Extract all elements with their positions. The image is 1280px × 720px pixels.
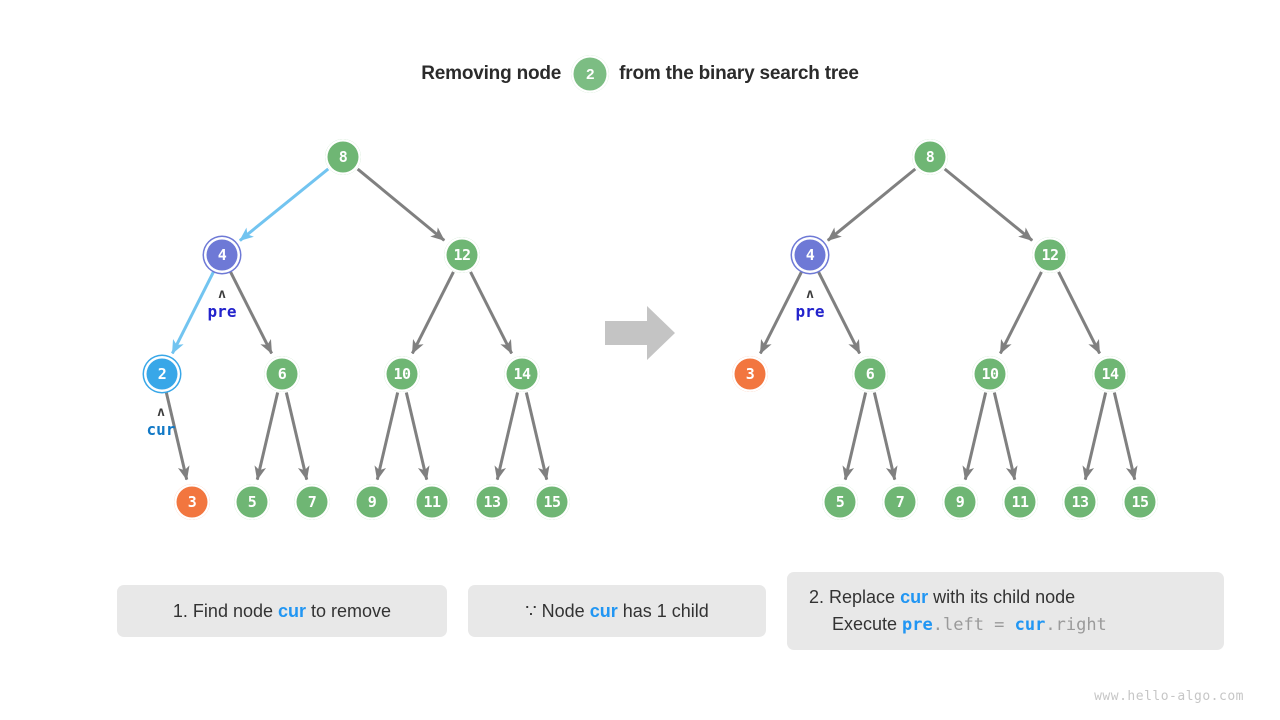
tree-node-8[interactable]: 8 [912,139,948,175]
tree-node-2[interactable]: 2 [144,356,180,392]
caption-step-2-execute: Execute [832,614,903,634]
tree-edge [374,392,400,481]
tree-edge [284,392,310,481]
page-title: Removing node 2 from the binary search t… [0,55,1280,93]
tree-node-8[interactable]: 8 [325,139,361,175]
pointer-name: pre [795,302,825,321]
tree-node-3[interactable]: 3 [174,484,210,520]
tree-node-12[interactable]: 12 [1032,237,1068,273]
title-node-badge: 2 [571,55,610,93]
caption-step-1-code: cur [278,600,307,621]
tree-node-7[interactable]: 7 [882,484,918,520]
tree-node-10[interactable]: 10 [384,356,420,392]
caption-step-2: 2. Replace cur with its child node Execu… [787,572,1224,650]
tree-edge [404,392,430,481]
caret-icon: ʌ [218,287,226,302]
tree-node-3[interactable]: 3 [732,356,768,392]
tree-node-5[interactable]: 5 [822,484,858,520]
tree-node-9[interactable]: 9 [942,484,978,520]
caption-step-1: 1. Find node cur to remove [117,585,447,637]
tree-edge [842,392,868,481]
tree-edge [524,392,550,481]
tree-node-4[interactable]: 4 [204,237,240,273]
tree-edge [999,271,1043,355]
tree-edge [943,167,1034,242]
caption-step-2-pre: 2. Replace [809,587,901,607]
tree-node-4[interactable]: 4 [792,237,828,273]
caption-step-2-post: with its child node [928,587,1076,607]
transition-arrow-icon [603,303,678,368]
tree-edge [469,271,513,355]
caret-icon: ʌ [806,287,814,302]
caption-step-2-left-expr: .left = [932,615,1015,635]
tree-node-12[interactable]: 12 [444,237,480,273]
tree-edge [962,392,988,481]
tree-edge [494,392,520,481]
tree-edge [254,392,280,481]
caption-step-2-line-1: 2. Replace cur with its child node [809,587,1075,608]
caption-reason: ∵ Node cur has 1 child [468,585,766,637]
tree-edge [238,167,330,242]
pointer-name: cur [146,420,176,439]
caret-icon: ʌ [157,405,165,420]
tree-node-11[interactable]: 11 [414,484,450,520]
caption-reason-code: cur [589,600,618,621]
title-suffix: from the binary search tree [619,63,859,84]
tree-node-15[interactable]: 15 [1122,484,1158,520]
caption-step-2-line-2: Execute pre.left = cur.right [809,614,1107,635]
tree-node-14[interactable]: 14 [1092,356,1128,392]
title-prefix: Removing node [421,63,562,84]
watermark: www.hello-algo.com [1094,689,1244,704]
tree-edge [1057,271,1101,355]
tree-node-13[interactable]: 13 [1062,484,1098,520]
tree-node-14[interactable]: 14 [504,356,540,392]
tree-node-13[interactable]: 13 [474,484,510,520]
tree-node-5[interactable]: 5 [234,484,270,520]
caption-reason-pre: ∵ Node [525,600,590,621]
tree-node-9[interactable]: 9 [354,484,390,520]
tree-edge [1112,392,1138,481]
tree-edge [872,392,898,481]
tree-node-11[interactable]: 11 [1002,484,1038,520]
tree-edge [826,167,917,242]
caption-step-1-pre: 1. Find node [172,600,278,621]
pointer-name: pre [207,302,237,321]
tree-node-15[interactable]: 15 [534,484,570,520]
tree-edge [411,271,455,355]
tree-edge [356,167,446,242]
tree-node-10[interactable]: 10 [972,356,1008,392]
caption-step-2-cur-var: cur [1014,615,1046,635]
caption-step-2-right-expr: .right [1045,615,1107,635]
caption-reason-post: has 1 child [617,600,709,621]
tree-node-6[interactable]: 6 [264,356,300,392]
caption-step-2-code: cur [900,587,929,607]
tree-edge [992,392,1018,481]
tree-node-7[interactable]: 7 [294,484,330,520]
caption-step-1-post: to remove [306,600,392,621]
tree-node-6[interactable]: 6 [852,356,888,392]
tree-edge [1082,392,1108,481]
caption-step-2-pre-var: pre [902,615,933,635]
